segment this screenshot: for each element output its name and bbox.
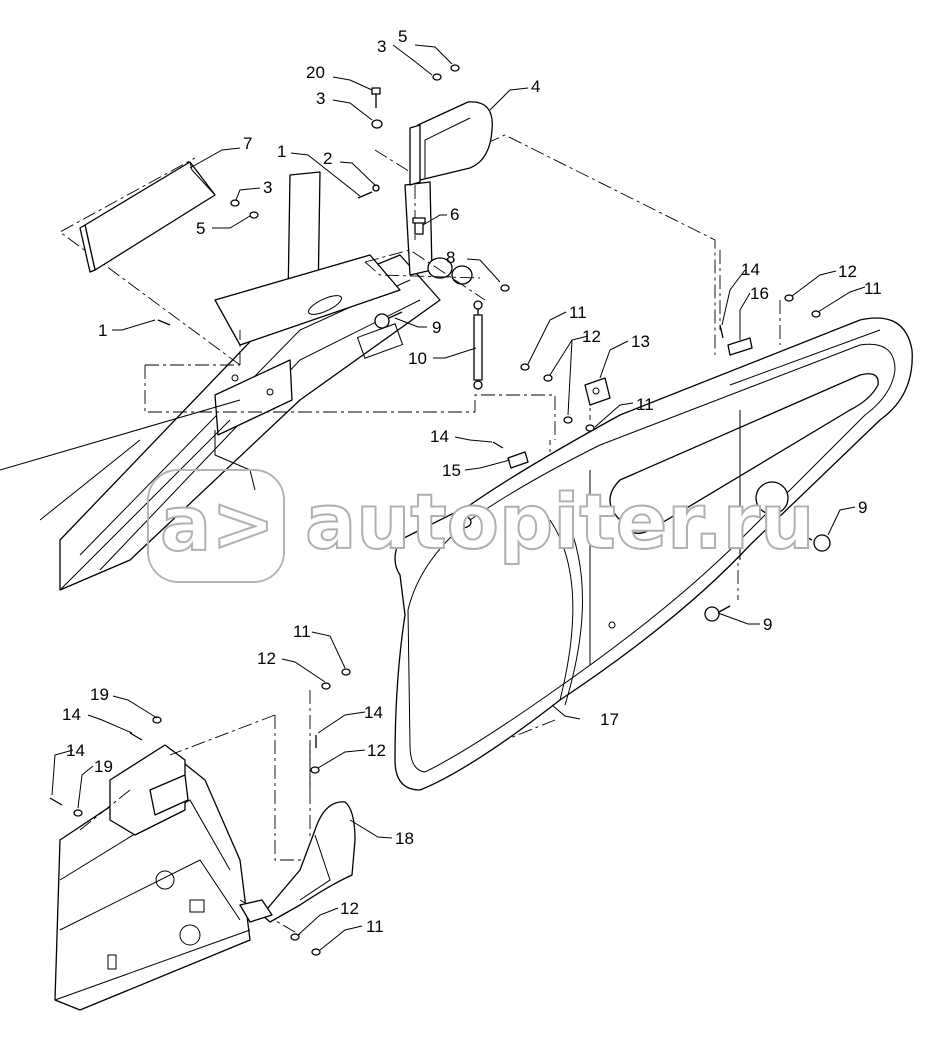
callout-17: 17 <box>600 710 619 729</box>
watermark-logo-box <box>147 469 285 583</box>
callout-5: 5 <box>398 27 407 46</box>
part-16-clip <box>727 337 753 356</box>
part-17-belt-cover <box>394 317 913 791</box>
part-10-rod <box>473 300 483 390</box>
callout-11: 11 <box>293 622 311 641</box>
callout-leaders <box>51 44 866 951</box>
callout-8: 8 <box>446 248 455 267</box>
part-9-knob <box>374 311 403 329</box>
hardware-fasteners <box>49 64 821 956</box>
watermark: a> autopiter.ru <box>147 469 815 583</box>
lower-frame-structure <box>54 744 251 1011</box>
callout-1: 1 <box>277 142 286 161</box>
watermark-text: autopiter.ru <box>305 477 814 566</box>
callout-12: 12 <box>257 649 276 668</box>
callout-15: 15 <box>442 461 461 480</box>
callout-12: 12 <box>838 262 857 281</box>
part-9-knob <box>797 532 831 552</box>
callout-20: 20 <box>306 63 325 82</box>
callout-6: 6 <box>450 205 459 224</box>
callout-13: 13 <box>631 332 650 351</box>
part-4-cover <box>409 101 493 186</box>
callout-14: 14 <box>430 427 449 446</box>
callout-3: 3 <box>316 89 325 108</box>
callout-12: 12 <box>582 327 601 346</box>
callout-10: 10 <box>408 349 427 368</box>
callout-labels: 5 3 20 3 4 7 1 2 3 5 6 8 1 9 10 14 16 12… <box>62 27 882 936</box>
callout-7: 7 <box>243 134 252 153</box>
part-6-fitting <box>412 217 426 235</box>
part-13-hinge <box>584 377 611 406</box>
callout-3: 3 <box>263 178 272 197</box>
callout-14: 14 <box>66 741 85 760</box>
callout-1: 1 <box>98 321 107 340</box>
callout-12: 12 <box>340 899 359 918</box>
callout-11: 11 <box>864 279 882 298</box>
callout-9: 9 <box>858 498 867 517</box>
part-18-lower-cover <box>239 801 356 923</box>
watermark-logo-glyph: a> <box>160 479 275 568</box>
part-7-shield <box>79 161 216 273</box>
callout-11: 11 <box>636 395 654 414</box>
callout-9: 9 <box>432 318 441 337</box>
callout-2: 2 <box>323 149 332 168</box>
frame-structure <box>0 171 473 591</box>
part-15-clip <box>507 451 529 469</box>
callout-14: 14 <box>364 703 383 722</box>
callout-11: 11 <box>569 303 587 322</box>
callout-12: 12 <box>367 741 386 760</box>
callout-3: 3 <box>377 37 386 56</box>
callout-19: 19 <box>90 685 109 704</box>
callout-5: 5 <box>196 219 205 238</box>
callout-16: 16 <box>750 284 769 303</box>
callout-19: 19 <box>94 757 113 776</box>
callout-9: 9 <box>763 615 772 634</box>
callout-14: 14 <box>62 705 81 724</box>
part-9-knob <box>704 605 731 622</box>
callout-4: 4 <box>531 77 540 96</box>
callout-14: 14 <box>741 260 760 279</box>
callout-11: 11 <box>366 917 384 936</box>
callout-18: 18 <box>395 829 414 848</box>
